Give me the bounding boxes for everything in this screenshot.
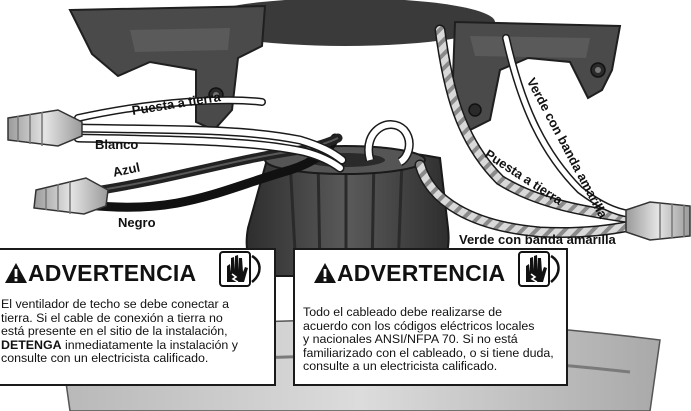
- electric-shock-hand-icon: [518, 251, 560, 287]
- warning-right-line-4: familiarizado con el cableado, o si tien…: [303, 345, 554, 360]
- wire-nut-left-bottom: [33, 177, 109, 215]
- label-black: Negro: [118, 215, 156, 230]
- warning-box-right: ADVERTENCIA Todo el cableado debe realiz…: [293, 248, 568, 386]
- label-white: Blanco: [95, 137, 139, 152]
- ceiling-canopy: [195, 0, 495, 46]
- wire-nut-left-top: [7, 109, 83, 147]
- warning-box-left: ADVERTENCIA El ventilador de techo se de…: [0, 248, 276, 386]
- warning-left-line-4: DETENGA inmediatamente la instalación y: [1, 337, 273, 353]
- warning-title-left: ADVERTENCIA: [28, 260, 197, 286]
- label-green-yellow-bottom: Verde con banda amarilla: [459, 232, 616, 247]
- warning-triangle-icon: [5, 263, 27, 283]
- warning-text-right: Todo el cableado debe realizarse de acue…: [303, 305, 565, 374]
- warning-left-line-1: El ventilador de techo se debe conectar …: [1, 297, 229, 311]
- warning-text-left: El ventilador de techo se debe conectar …: [1, 297, 273, 366]
- warning-right-line-5: consulte a un electricista calificado.: [303, 359, 498, 374]
- wire-nut-right: [625, 201, 691, 241]
- stop-emphasis: DETENGA: [1, 337, 62, 352]
- warning-left-line-3: está presente en el sitio de la instalac…: [1, 324, 228, 339]
- warning-right-line-2: acuerdo con los códigos eléctricos local…: [303, 318, 535, 333]
- warning-left-line-5: consulte con un electricista calificado.: [1, 351, 209, 366]
- warning-left-line-4-rest: inmediatamente la instalación y: [61, 337, 238, 352]
- warning-right-line-1: Todo el cableado debe realizarse de: [303, 305, 503, 319]
- warning-left-line-2: tierra. Si el cable de conexión a tierra…: [1, 310, 223, 325]
- electric-shock-hand-icon: [219, 251, 261, 287]
- warning-right-line-3: y nacionales ANSI/NFPA 70. Si no está: [303, 332, 518, 347]
- warning-triangle-icon: [314, 263, 336, 283]
- warning-title-right: ADVERTENCIA: [337, 260, 506, 286]
- blue-wire: [83, 133, 343, 197]
